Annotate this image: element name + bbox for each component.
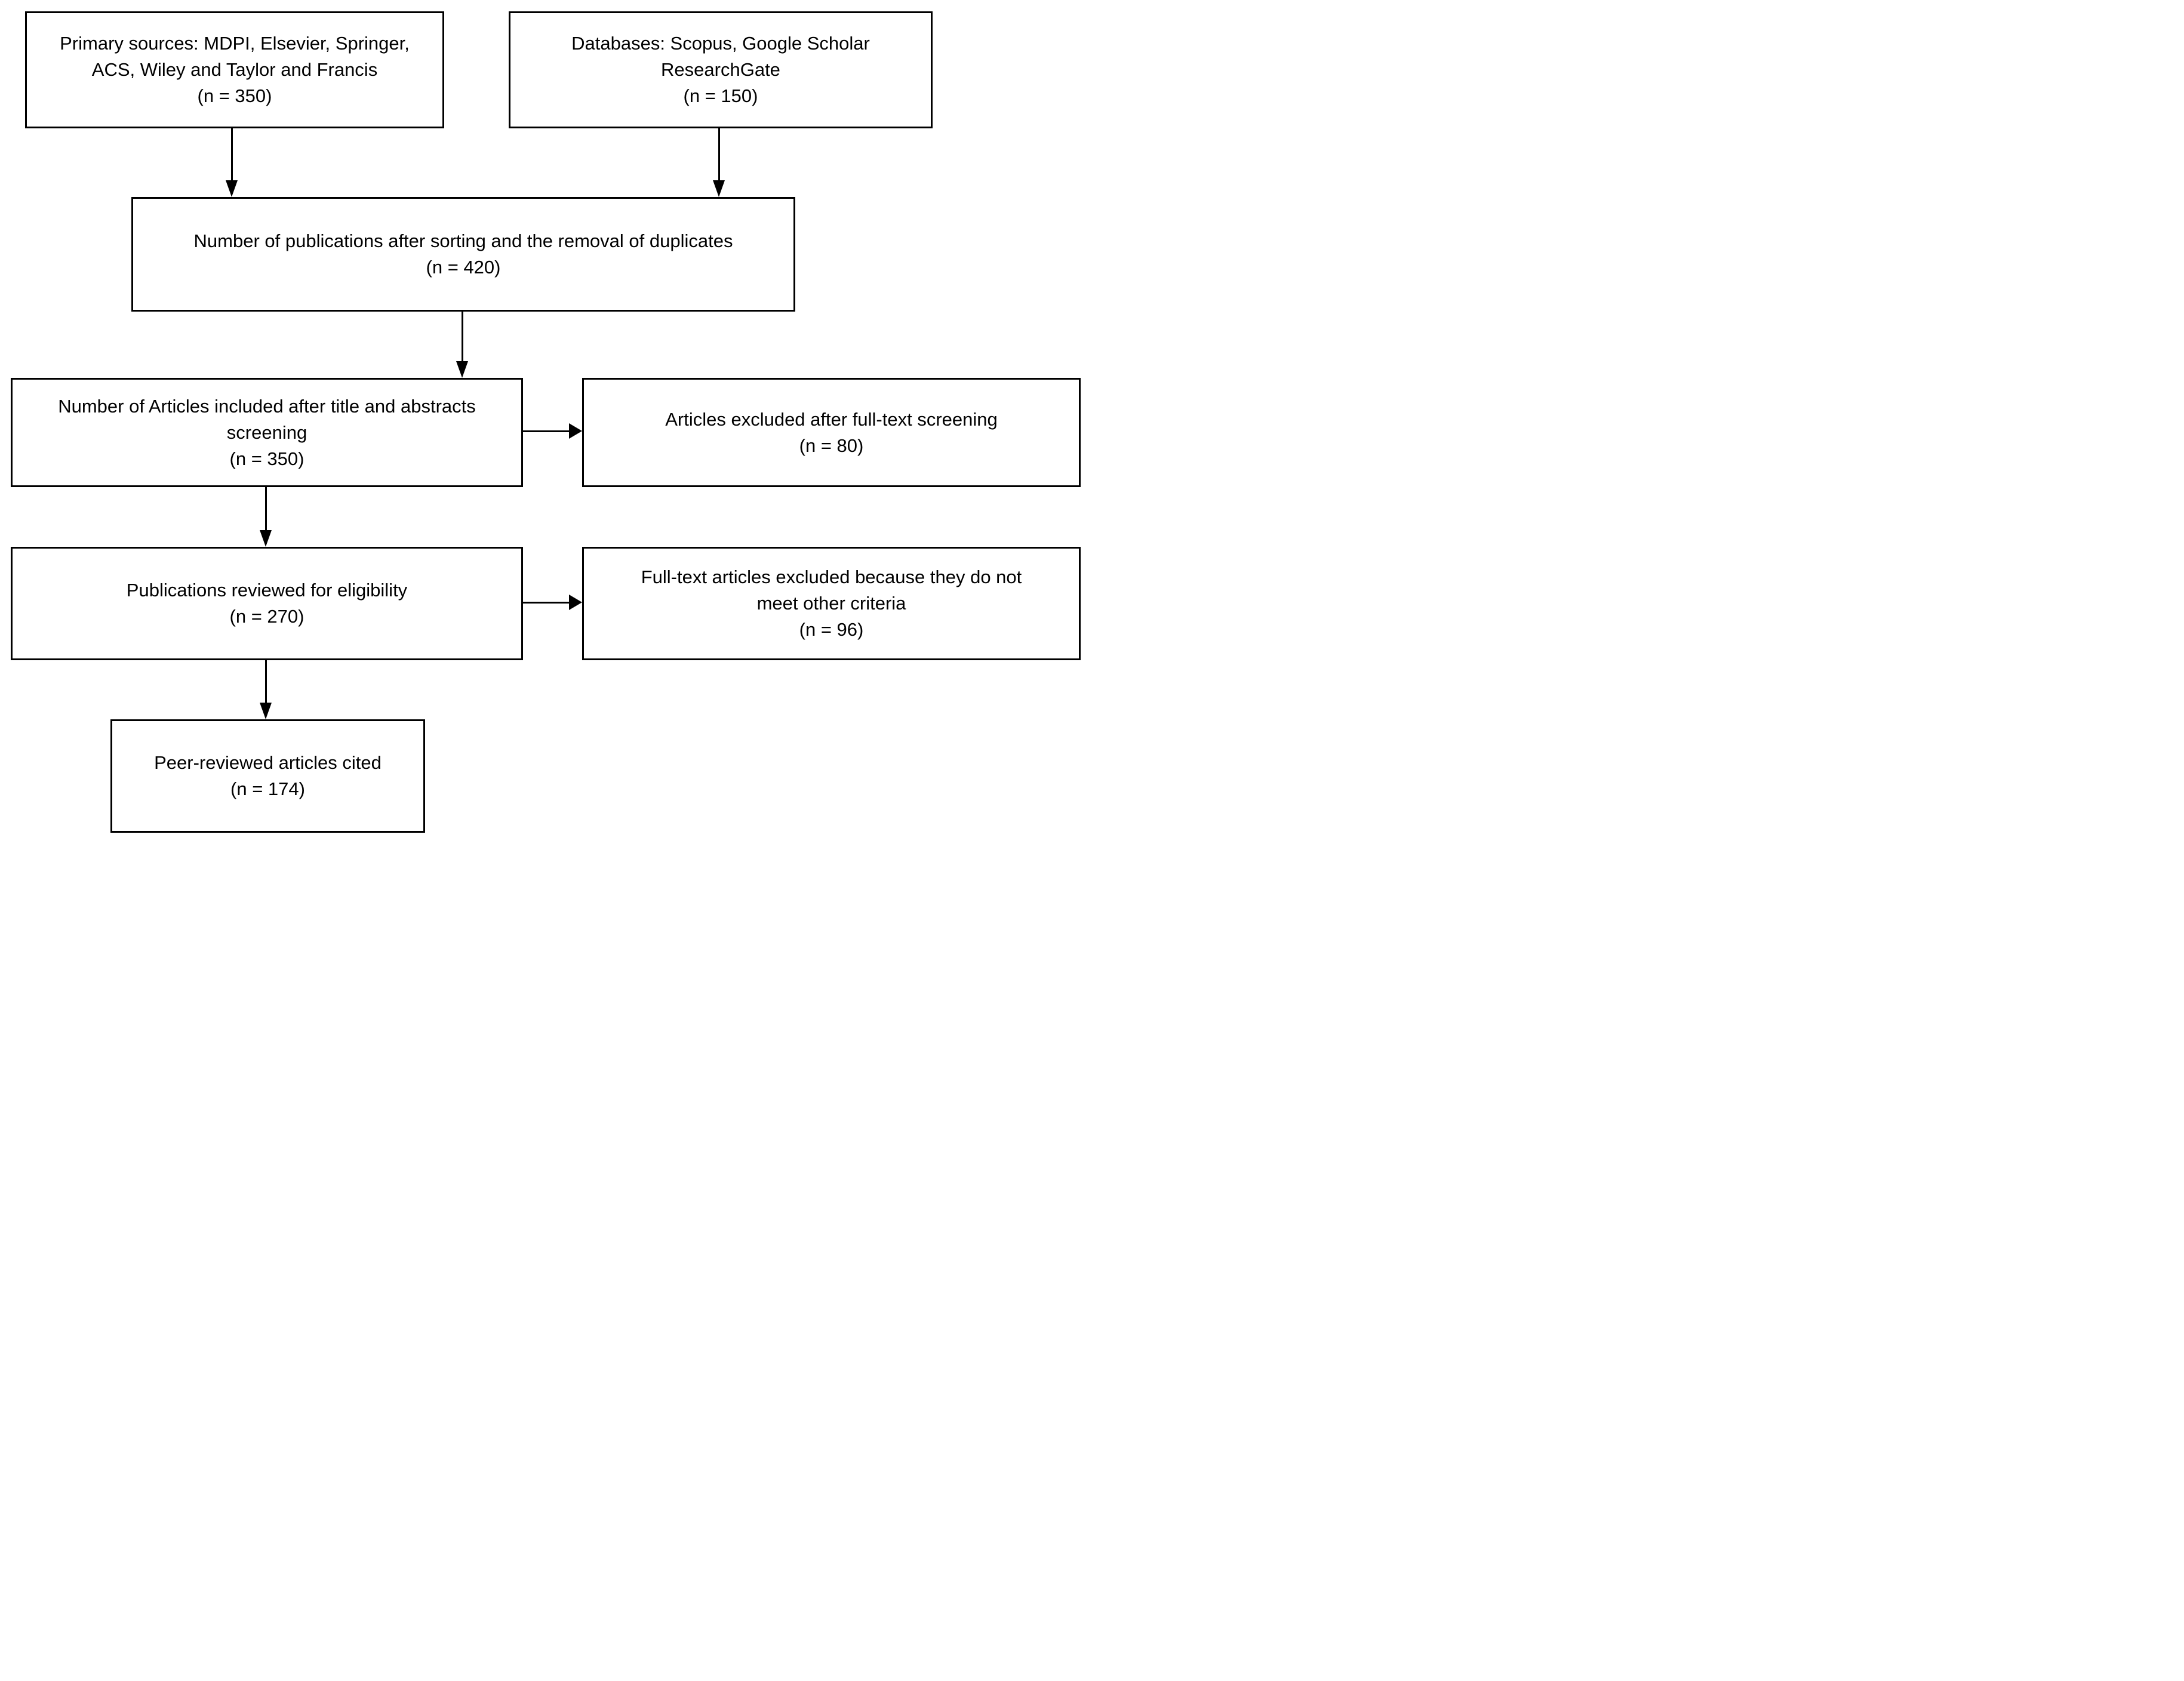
arrow-title-abstract-to-eligibility bbox=[260, 487, 272, 547]
box-after-deduplication: Number of publications after sorting and… bbox=[131, 197, 795, 312]
box-text-line: Number of publications after sorting and… bbox=[193, 230, 733, 251]
arrow-eligibility-to-excluded-other-criteria bbox=[523, 595, 582, 610]
box-primary-sources: Primary sources: MDPI, Elsevier, Springe… bbox=[25, 11, 444, 128]
box-excluded-other-criteria: Full-text articles excluded because they… bbox=[582, 547, 1081, 660]
box-text-line: Full-text articles excluded because they… bbox=[641, 567, 1022, 587]
box-count: (n = 420) bbox=[426, 257, 501, 278]
box-count: (n = 350) bbox=[229, 448, 304, 469]
box-reviewed-eligibility: Publications reviewed for eligibility (n… bbox=[11, 547, 523, 660]
box-text-line: Articles excluded after full-text screen… bbox=[665, 408, 998, 430]
box-text-line: Primary sources: MDPI, Elsevier, Springe… bbox=[60, 33, 410, 54]
arrow-deduplication-to-title-abstract bbox=[456, 312, 468, 378]
box-text-line: meet other criteria bbox=[756, 593, 906, 614]
arrow-databases-to-deduplication bbox=[713, 128, 725, 197]
box-peer-reviewed-cited: Peer-reviewed articles cited (n = 174) bbox=[110, 719, 425, 833]
arrow-eligibility-to-cited bbox=[260, 660, 272, 719]
box-text-line: ACS, Wiley and Taylor and Francis bbox=[91, 59, 378, 80]
box-count: (n = 80) bbox=[799, 435, 864, 456]
box-text-line: Databases: Scopus, Google Scholar bbox=[571, 33, 870, 54]
arrow-title-abstract-to-excluded-full-text bbox=[523, 423, 582, 439]
box-text-line: Peer-reviewed articles cited bbox=[154, 752, 382, 773]
box-count: (n = 150) bbox=[683, 85, 758, 106]
box-count: (n = 270) bbox=[229, 606, 304, 627]
box-text-line: ResearchGate bbox=[661, 59, 780, 80]
box-databases: Databases: Scopus, Google Scholar Resear… bbox=[509, 11, 933, 128]
arrow-primary-sources-to-deduplication bbox=[226, 128, 238, 197]
box-count: (n = 96) bbox=[799, 619, 864, 640]
box-title-abstract-screening: Number of Articles included after title … bbox=[11, 378, 523, 487]
box-text-line: Number of Articles included after title … bbox=[58, 395, 476, 417]
box-count: (n = 350) bbox=[197, 85, 272, 106]
prisma-flow-diagram: Primary sources: MDPI, Elsevier, Springe… bbox=[0, 0, 1092, 840]
box-excluded-full-text: Articles excluded after full-text screen… bbox=[582, 378, 1081, 487]
box-text-line: Publications reviewed for eligibility bbox=[126, 580, 408, 601]
box-count: (n = 174) bbox=[230, 778, 305, 799]
box-text-line: screening bbox=[226, 421, 307, 443]
